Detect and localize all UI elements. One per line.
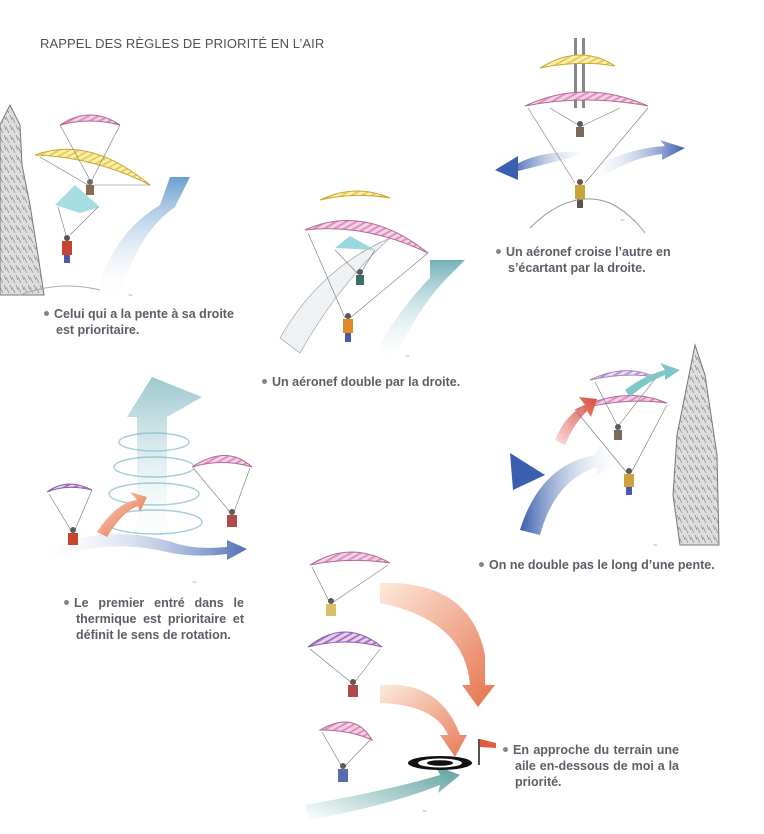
rotation-arrow <box>42 534 247 562</box>
caption-line: Un aéronef double par la droite. <box>272 375 461 389</box>
caption-line: est prioritaire. <box>56 323 140 337</box>
paraglider-pink-wing <box>574 394 668 411</box>
paraglider-pink-wing <box>309 551 391 566</box>
crossing-arrow-left <box>510 152 590 173</box>
caption-line: définit le sens de rotation. <box>76 628 231 642</box>
wind-arrow <box>95 177 190 300</box>
scene-overtake-right: ~ <box>279 190 465 360</box>
rock-cliff <box>0 103 45 296</box>
pilot-figure <box>62 179 94 263</box>
paraglider-pink-wing <box>59 114 121 126</box>
scene-landing-approach: ~ <box>305 551 496 820</box>
caption-line: Le premier entré dans le <box>74 596 244 610</box>
approach-arrow-top <box>380 582 495 707</box>
paraglider-violet-wing <box>46 483 93 493</box>
pilot-figure <box>68 509 237 545</box>
svg-text:~: ~ <box>620 217 625 224</box>
scene-slope-priority: ~ <box>0 103 190 300</box>
caption-line: thermique est prioritaire et <box>76 612 244 626</box>
svg-text:~: ~ <box>653 542 658 549</box>
bullet-icon <box>496 249 501 255</box>
caption-line: aile en-dessous de moi a la <box>515 759 679 773</box>
caption-line: s’écartant par la droite. <box>508 261 646 275</box>
pilot-figure <box>614 424 634 495</box>
bullet-icon <box>44 311 49 317</box>
crossing-arrow-right <box>590 140 685 178</box>
scene-crossing: ~ <box>495 38 685 234</box>
scene-no-overtake-slope: ~ <box>510 343 720 549</box>
paraglider-yellow-wing <box>539 54 616 69</box>
forbidden-arrow <box>555 397 597 445</box>
rock-cliff <box>672 343 720 546</box>
svg-text:~: ~ <box>192 579 197 586</box>
approach-arrow-mid <box>380 684 467 757</box>
caption-landing-approach: En approche du terrain une aile en-desso… <box>503 742 679 790</box>
paraglider-lines <box>39 124 150 236</box>
pilot-figure <box>343 269 364 342</box>
thermal-arrow <box>127 377 202 547</box>
caption-line: priorité. <box>515 775 562 789</box>
caption-line: Un aéronef croise l’autre en <box>506 245 671 259</box>
bullet-icon <box>64 600 69 606</box>
signature-mark: ~ <box>128 292 133 299</box>
caption-line: On ne double pas le long d’une pente. <box>489 558 715 572</box>
pilot-figure <box>326 598 358 782</box>
bullet-icon <box>479 562 484 568</box>
entry-arrow <box>97 492 147 537</box>
windsock-icon <box>478 739 496 765</box>
paraglider-yellow-wing <box>319 190 391 201</box>
caption-crossing: Un aéronef croise l’autre en s’écartant … <box>496 244 716 276</box>
svg-text:~: ~ <box>422 808 427 815</box>
scene-thermal: ~ <box>42 377 253 586</box>
paraglider-cyan-wing <box>55 185 100 213</box>
bullet-icon <box>503 747 508 753</box>
return-arrow <box>520 445 620 535</box>
landing-target-icon <box>408 756 472 770</box>
paraglider-pink-wing <box>524 91 649 107</box>
approach-arrow-bottom <box>305 765 460 820</box>
caption-thermal: Le premier entré dans le thermique est p… <box>64 595 244 643</box>
pilot-figure <box>575 121 585 208</box>
svg-text:~: ~ <box>405 353 410 360</box>
page-title: RAPPEL DES RÈGLES DE PRIORITÉ EN L’AIR <box>40 36 325 51</box>
bullet-icon <box>262 379 267 385</box>
turn-arrow <box>625 363 680 397</box>
caption-slope-priority: Celui qui a la pente à sa droite est pri… <box>44 306 234 338</box>
caption-overtake-right: Un aéronef double par la droite. <box>262 374 482 390</box>
caption-line: Celui qui a la pente à sa droite <box>54 307 234 321</box>
overtake-arrow <box>375 260 465 358</box>
paraglider-pink-wing <box>191 455 253 468</box>
caption-line: En approche du terrain une <box>513 743 679 757</box>
paraglider-violet-wing <box>307 631 383 648</box>
paraglider-cyan-wing <box>335 236 375 250</box>
paraglider-pink-small-wing <box>318 721 374 742</box>
caption-no-overtake-slope: On ne double pas le long d’une pente. <box>479 557 719 573</box>
